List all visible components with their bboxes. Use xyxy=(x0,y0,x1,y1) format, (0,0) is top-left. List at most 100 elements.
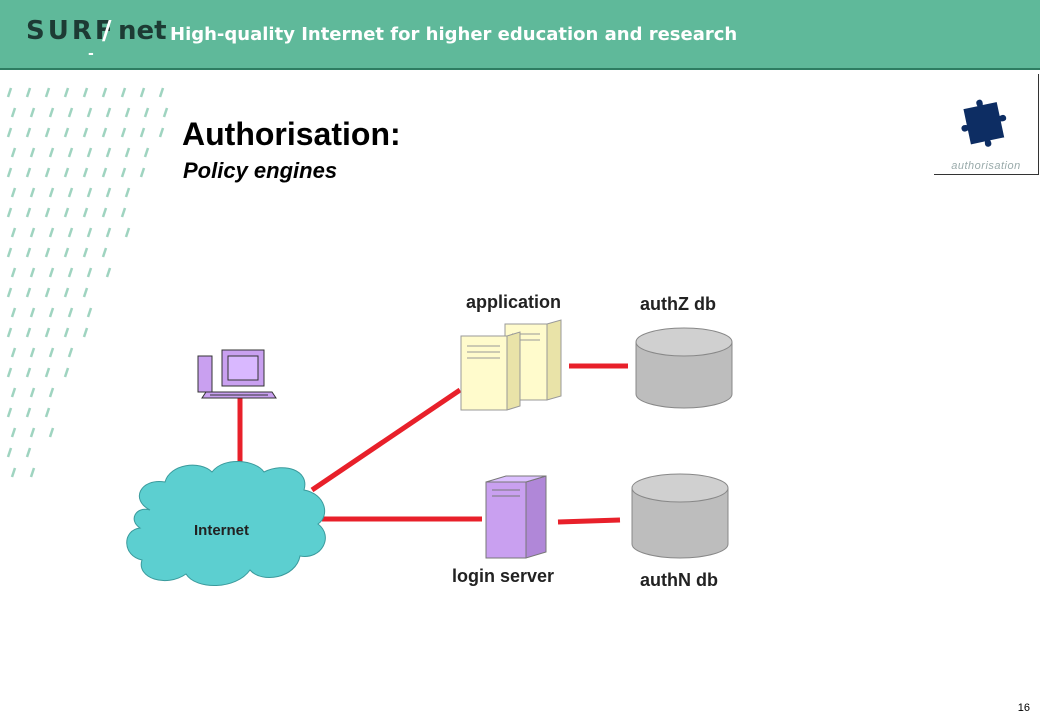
decorative-dash xyxy=(82,87,89,98)
header-divider xyxy=(0,68,1040,70)
decorative-dash xyxy=(101,87,108,98)
decorative-dash xyxy=(10,107,17,118)
decorative-dash xyxy=(120,207,127,218)
decorative-dash xyxy=(105,267,112,278)
decorative-dash xyxy=(10,307,17,318)
decorative-dash xyxy=(162,107,169,118)
decorative-dash xyxy=(67,107,74,118)
decorative-dash xyxy=(101,127,108,138)
decorative-dash xyxy=(158,87,165,98)
decorative-dash xyxy=(29,227,36,238)
decorative-dash xyxy=(10,227,17,238)
badge-label: authorisation xyxy=(951,160,1021,172)
decorative-dash xyxy=(48,227,55,238)
decorative-dash xyxy=(101,207,108,218)
decorative-dash xyxy=(67,147,74,158)
decorative-dash xyxy=(6,407,13,418)
logo-slash: / xyxy=(102,16,112,46)
decorative-dash xyxy=(82,247,89,258)
decorative-dash xyxy=(139,167,146,178)
decorative-dash xyxy=(29,347,36,358)
decorative-dash xyxy=(120,87,127,98)
decorative-dash xyxy=(139,127,146,138)
decorative-dash xyxy=(67,307,74,318)
decorative-dash xyxy=(48,427,55,438)
decorative-dash xyxy=(29,267,36,278)
decorative-dash xyxy=(25,127,32,138)
decorative-dash xyxy=(25,367,32,378)
label-internet: Internet xyxy=(194,522,250,539)
label-login-server: login server xyxy=(452,566,555,586)
decorative-dash xyxy=(105,147,112,158)
decorative-dash xyxy=(6,87,13,98)
decorative-dash xyxy=(82,167,89,178)
decorative-dash xyxy=(86,107,93,118)
decorative-dash xyxy=(10,187,17,198)
decorative-dash xyxy=(82,207,89,218)
decorative-dash xyxy=(63,287,70,298)
decorative-dash xyxy=(105,227,112,238)
authorisation-badge: authorisation xyxy=(934,74,1039,175)
decorative-dash xyxy=(29,107,36,118)
decorative-dash xyxy=(101,167,108,178)
decorative-dash xyxy=(44,287,51,298)
decorative-dash xyxy=(44,247,51,258)
decorative-dash xyxy=(6,167,13,178)
header-tagline: High-quality Internet for higher educati… xyxy=(170,24,738,45)
decorative-dash xyxy=(86,227,93,238)
decorative-dash xyxy=(86,267,93,278)
decorative-dash xyxy=(124,107,131,118)
slide-subtitle: Policy engines xyxy=(183,158,338,183)
decorative-dash xyxy=(63,87,70,98)
decorative-dash xyxy=(48,267,55,278)
decorative-dash xyxy=(6,447,13,458)
header-band: SURF / net -- , -- High-quality Internet… xyxy=(0,0,1040,126)
decorative-dash xyxy=(143,147,150,158)
logo-surf-text: SURF xyxy=(26,16,116,46)
decorative-dash xyxy=(48,387,55,398)
decorative-dash xyxy=(25,327,32,338)
decorative-dash xyxy=(44,167,51,178)
decorative-dash xyxy=(48,347,55,358)
decorative-dash xyxy=(25,207,32,218)
decorative-dash xyxy=(6,207,13,218)
decorative-dash xyxy=(82,127,89,138)
label-application: application xyxy=(466,292,562,312)
decorative-dash xyxy=(48,307,55,318)
logo-net-text: net xyxy=(118,16,167,46)
decorative-dash xyxy=(67,347,74,358)
decorative-dash xyxy=(29,387,36,398)
decorative-dash xyxy=(6,247,13,258)
decorative-dash xyxy=(124,227,131,238)
decorative-dash xyxy=(29,427,36,438)
decorative-dash xyxy=(48,107,55,118)
decorative-dash xyxy=(82,327,89,338)
decorative-dash xyxy=(25,87,32,98)
decorative-dash xyxy=(105,187,112,198)
decorative-dash xyxy=(63,167,70,178)
puzzle-piece-icon xyxy=(959,97,1009,149)
decorative-dash xyxy=(6,127,13,138)
decorative-dash xyxy=(67,267,74,278)
page-number: 16 xyxy=(1017,702,1030,714)
decorative-dash xyxy=(67,187,74,198)
decorative-dash xyxy=(82,287,89,298)
decorative-dash xyxy=(6,367,13,378)
decorative-dash xyxy=(44,207,51,218)
decorative-dash xyxy=(25,247,32,258)
decorative-dash xyxy=(44,407,51,418)
decorative-dash xyxy=(105,107,112,118)
decorative-dash xyxy=(63,367,70,378)
logo-dashes: -- , -- xyxy=(88,46,96,126)
decorative-dash xyxy=(139,87,146,98)
decorative-dash xyxy=(25,407,32,418)
decorative-dash xyxy=(29,307,36,318)
label-authz-db: authZ db xyxy=(640,294,716,314)
decorative-dash xyxy=(44,327,51,338)
decorative-dash xyxy=(44,87,51,98)
decorative-dash xyxy=(6,287,13,298)
slide-title: Authorisation: xyxy=(182,116,401,152)
decorative-dash xyxy=(86,147,93,158)
decorative-dash xyxy=(10,427,17,438)
